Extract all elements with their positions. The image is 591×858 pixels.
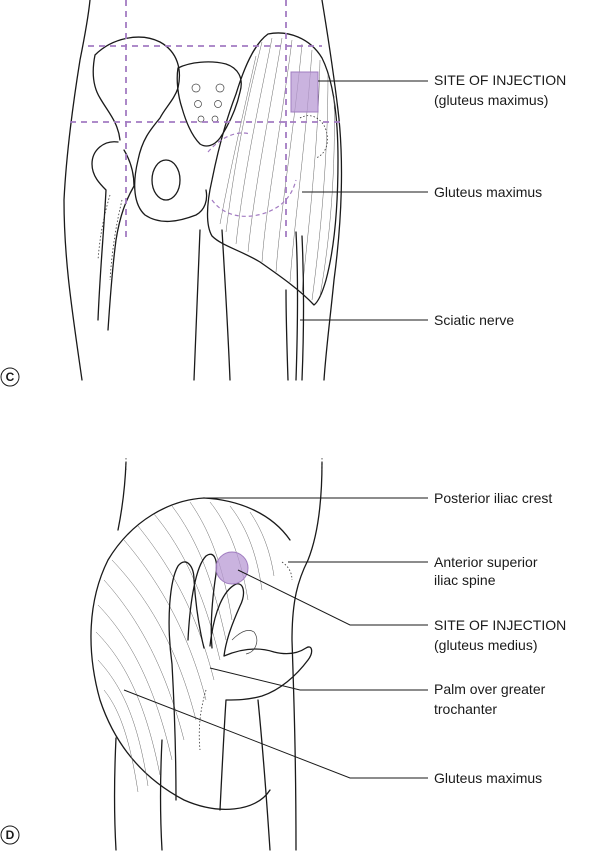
body-outline-c <box>63 0 343 381</box>
thigh-line-d <box>159 699 271 851</box>
label-site-title-d: SITE OF INJECTION <box>434 617 566 633</box>
sciatic-nerve-c <box>295 231 305 381</box>
sacral-foramen <box>194 100 202 108</box>
label-sciatic-nerve-c: Sciatic nerve <box>434 312 514 328</box>
hip-surface-line <box>203 497 291 541</box>
label-asis-line2: iliac spine <box>434 572 496 588</box>
body-outline-d-right <box>291 461 323 851</box>
sacrum <box>176 61 242 147</box>
panel-letter-circle-c <box>0 367 20 387</box>
label-posterior-iliac-crest: Posterior iliac crest <box>434 490 552 506</box>
sacral-foramen <box>215 83 225 93</box>
injection-site-c <box>290 71 319 113</box>
label-palm-line2: trochanter <box>434 701 497 717</box>
greater-trochanter-outline <box>299 115 328 159</box>
label-site-sub-c: (gluteus maximus) <box>434 92 548 108</box>
gluteus-maximus-d <box>90 497 271 810</box>
gluteus-fibers-d <box>95 501 275 793</box>
panel-d: Posterior iliac crest Anterior superior … <box>0 458 566 851</box>
left-ilium <box>92 36 208 223</box>
right-leg-outline <box>285 289 289 381</box>
leader-palm <box>209 667 428 691</box>
top-dashes-d <box>125 458 323 472</box>
injection-site-d <box>215 551 249 585</box>
body-outline-d-left <box>113 461 127 851</box>
panel-letter-c: C <box>6 370 15 384</box>
thumb-inner-d <box>231 630 258 655</box>
label-palm-line1: Palm over greater <box>434 681 546 697</box>
label-site-title-c: SITE OF INJECTION <box>434 72 566 88</box>
leg-inner-outline-c <box>193 229 231 381</box>
leader-site-d <box>237 569 428 626</box>
femur-lesser-detail <box>97 194 123 281</box>
label-gluteus-maximus-c: Gluteus maximus <box>434 184 542 200</box>
sacral-foramen <box>197 115 205 123</box>
label-site-sub-d: (gluteus medius) <box>434 637 538 653</box>
panel-letter-d: D <box>6 828 15 842</box>
leader-gluteus-d <box>123 689 428 779</box>
panel-c: SITE OF INJECTION (gluteus maximus) Glut… <box>0 0 566 387</box>
sacral-foramen <box>214 100 222 108</box>
label-gluteus-maximus-d: Gluteus maximus <box>434 770 542 786</box>
label-asis-line1: Anterior superior <box>434 554 538 570</box>
sacral-foramen <box>191 83 201 93</box>
asis-outline-d <box>281 561 293 581</box>
panel-letter-circle-d <box>0 825 20 845</box>
left-femur <box>91 141 135 331</box>
left-obturator-foramen <box>151 159 181 201</box>
underlying-bone-outline <box>207 132 297 217</box>
hand-d <box>168 553 313 811</box>
